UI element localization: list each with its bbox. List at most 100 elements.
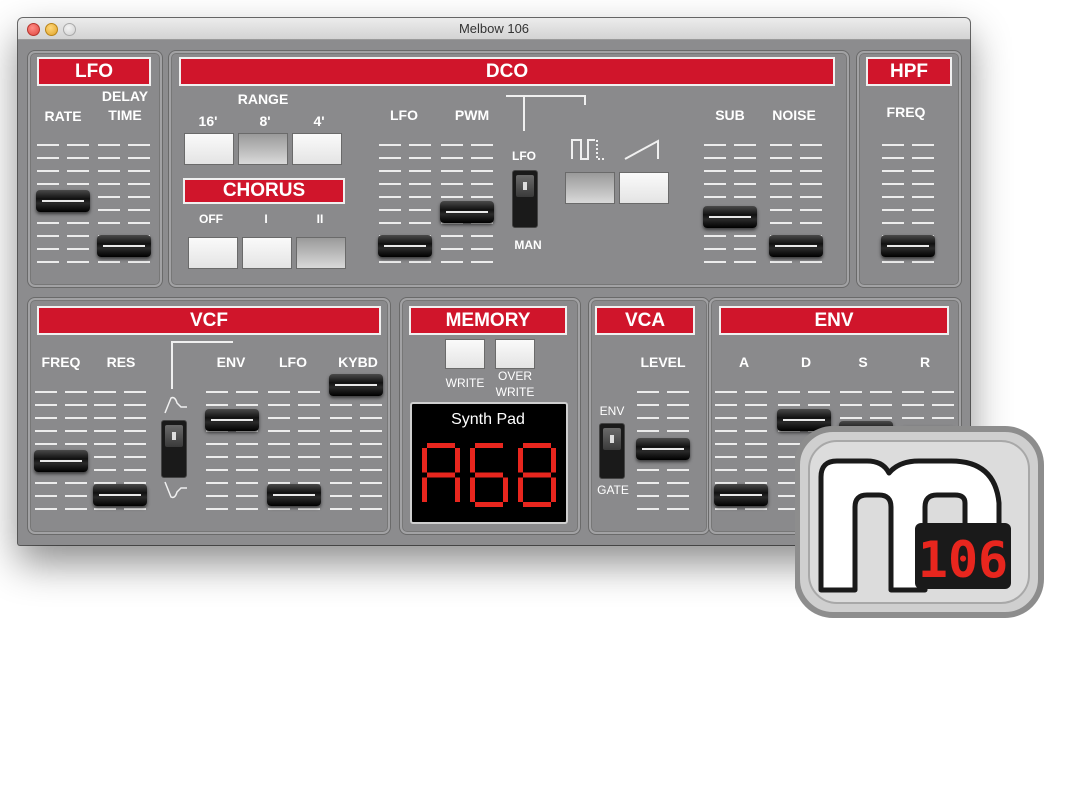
vca-level-label: LEVEL <box>640 354 686 370</box>
segment <box>422 448 427 473</box>
vca-mode-switch[interactable] <box>599 423 625 479</box>
segment <box>470 477 475 502</box>
chorus-1-label: I <box>264 212 268 226</box>
segment <box>427 472 455 478</box>
segment <box>523 502 551 507</box>
seven-segment-readout <box>422 443 556 507</box>
pulse-wave-icon <box>571 138 607 160</box>
vca-mode-lever[interactable] <box>603 428 621 450</box>
vca-env-label: ENV <box>599 404 625 418</box>
pwm-bracket-stem <box>523 95 525 131</box>
segment <box>551 448 556 473</box>
m106-logo: 106 <box>794 425 1045 620</box>
zoom-button[interactable] <box>63 23 76 36</box>
dco-pwm-label: PWM <box>454 107 490 123</box>
dco-lfo-slider[interactable] <box>378 234 432 257</box>
segment <box>523 443 551 448</box>
dco-noise-label: NOISE <box>772 107 816 123</box>
write-label: WRITE <box>445 376 485 390</box>
dco-sub-slider[interactable] <box>703 206 757 229</box>
synth-window: Melbow 106 LFO RATE DELAY TIME DCO RANGE… <box>18 18 970 545</box>
write-button[interactable] <box>445 339 485 369</box>
close-button[interactable] <box>27 23 40 36</box>
hpf-freq-label: FREQ <box>886 104 926 120</box>
vcf-header: VCF <box>37 306 381 335</box>
range-label: RANGE <box>237 91 289 107</box>
segment <box>475 472 503 478</box>
env-a-label: A <box>738 354 750 370</box>
vcf-freq-slider-track <box>35 380 87 518</box>
hpf-freq-slider[interactable] <box>881 234 935 257</box>
pwm-source-switch[interactable] <box>512 170 538 228</box>
window-title: Melbow 106 <box>458 21 530 36</box>
vcf-env-slider-track <box>206 380 258 518</box>
chorus-2-label: II <box>316 212 324 226</box>
minimize-button[interactable] <box>45 23 58 36</box>
range-16-label: 16' <box>198 113 218 129</box>
overwrite-label-1: OVER <box>497 369 533 383</box>
env-header: ENV <box>719 306 949 335</box>
env-a-slider[interactable] <box>714 484 768 507</box>
vcf-kybd-slider[interactable] <box>329 374 383 396</box>
vcf-res-label: RES <box>106 354 136 370</box>
pwm-switch-lfo-label: LFO <box>512 149 536 163</box>
range-4-label: 4' <box>313 113 325 129</box>
dco-header: DCO <box>179 57 835 86</box>
env-r-label: R <box>919 354 931 370</box>
patch-name: Synth Pad <box>451 411 525 428</box>
saw-wave-button[interactable] <box>619 172 669 204</box>
chorus-off-button[interactable] <box>188 237 238 269</box>
vcf-freq-label: FREQ <box>41 354 81 370</box>
overwrite-label-2: WRITE <box>495 385 535 399</box>
lfo-rate-label: RATE <box>44 108 82 124</box>
pulse-wave-button[interactable] <box>565 172 615 204</box>
pwm-switch-lever[interactable] <box>516 175 534 197</box>
vcf-kybd-slider-track <box>330 380 382 518</box>
lfo-delay-label-1: DELAY <box>101 88 149 104</box>
vcf-env-polarity-switch[interactable] <box>161 420 187 478</box>
env-s-label: S <box>858 354 868 370</box>
segment <box>518 477 523 502</box>
range-16-button[interactable] <box>184 133 234 165</box>
vca-level-slider[interactable] <box>636 438 690 460</box>
segment <box>455 477 460 502</box>
lfo-delay-slider[interactable] <box>97 234 151 257</box>
chorus-1-button[interactable] <box>242 237 292 269</box>
env-negative-icon <box>163 480 189 500</box>
vcf-res-slider[interactable] <box>93 484 147 507</box>
segment <box>475 502 503 507</box>
segment <box>518 448 523 473</box>
chorus-2-button[interactable] <box>296 237 346 269</box>
pwm-bracket <box>506 95 586 105</box>
env-d-label: D <box>800 354 812 370</box>
segment <box>470 448 475 473</box>
vcf-lfo-slider[interactable] <box>267 484 321 507</box>
lfo-header: LFO <box>37 57 151 86</box>
range-4-button[interactable] <box>292 133 342 165</box>
vca-header: VCA <box>595 306 695 335</box>
vcf-polarity-lever[interactable] <box>165 425 183 447</box>
segment <box>475 443 503 448</box>
chorus-header: CHORUS <box>183 178 345 204</box>
overwrite-button[interactable] <box>495 339 535 369</box>
lfo-rate-slider[interactable] <box>36 189 90 212</box>
dco-sub-slider-track <box>704 133 756 268</box>
chorus-off-label: OFF <box>199 212 223 226</box>
env-d-slider[interactable] <box>777 409 831 431</box>
vcf-env-bracket <box>171 341 233 351</box>
dco-pwm-slider[interactable] <box>440 200 494 223</box>
vcf-env-slider[interactable] <box>205 409 259 431</box>
env-positive-icon <box>163 395 189 415</box>
dco-lfo-label: LFO <box>390 107 418 123</box>
title-bar: Melbow 106 <box>18 18 970 40</box>
lfo-delay-label-2: TIME <box>108 107 142 123</box>
range-8-label: 8' <box>259 113 271 129</box>
vcf-kybd-label: KYBD <box>338 354 378 370</box>
dco-sub-label: SUB <box>715 107 745 123</box>
logo-number: 106 <box>918 531 1008 589</box>
segment <box>551 477 556 502</box>
saw-wave-icon <box>624 138 660 160</box>
dco-noise-slider[interactable] <box>769 234 823 257</box>
range-8-button[interactable] <box>238 133 288 165</box>
vcf-freq-slider[interactable] <box>34 449 88 472</box>
